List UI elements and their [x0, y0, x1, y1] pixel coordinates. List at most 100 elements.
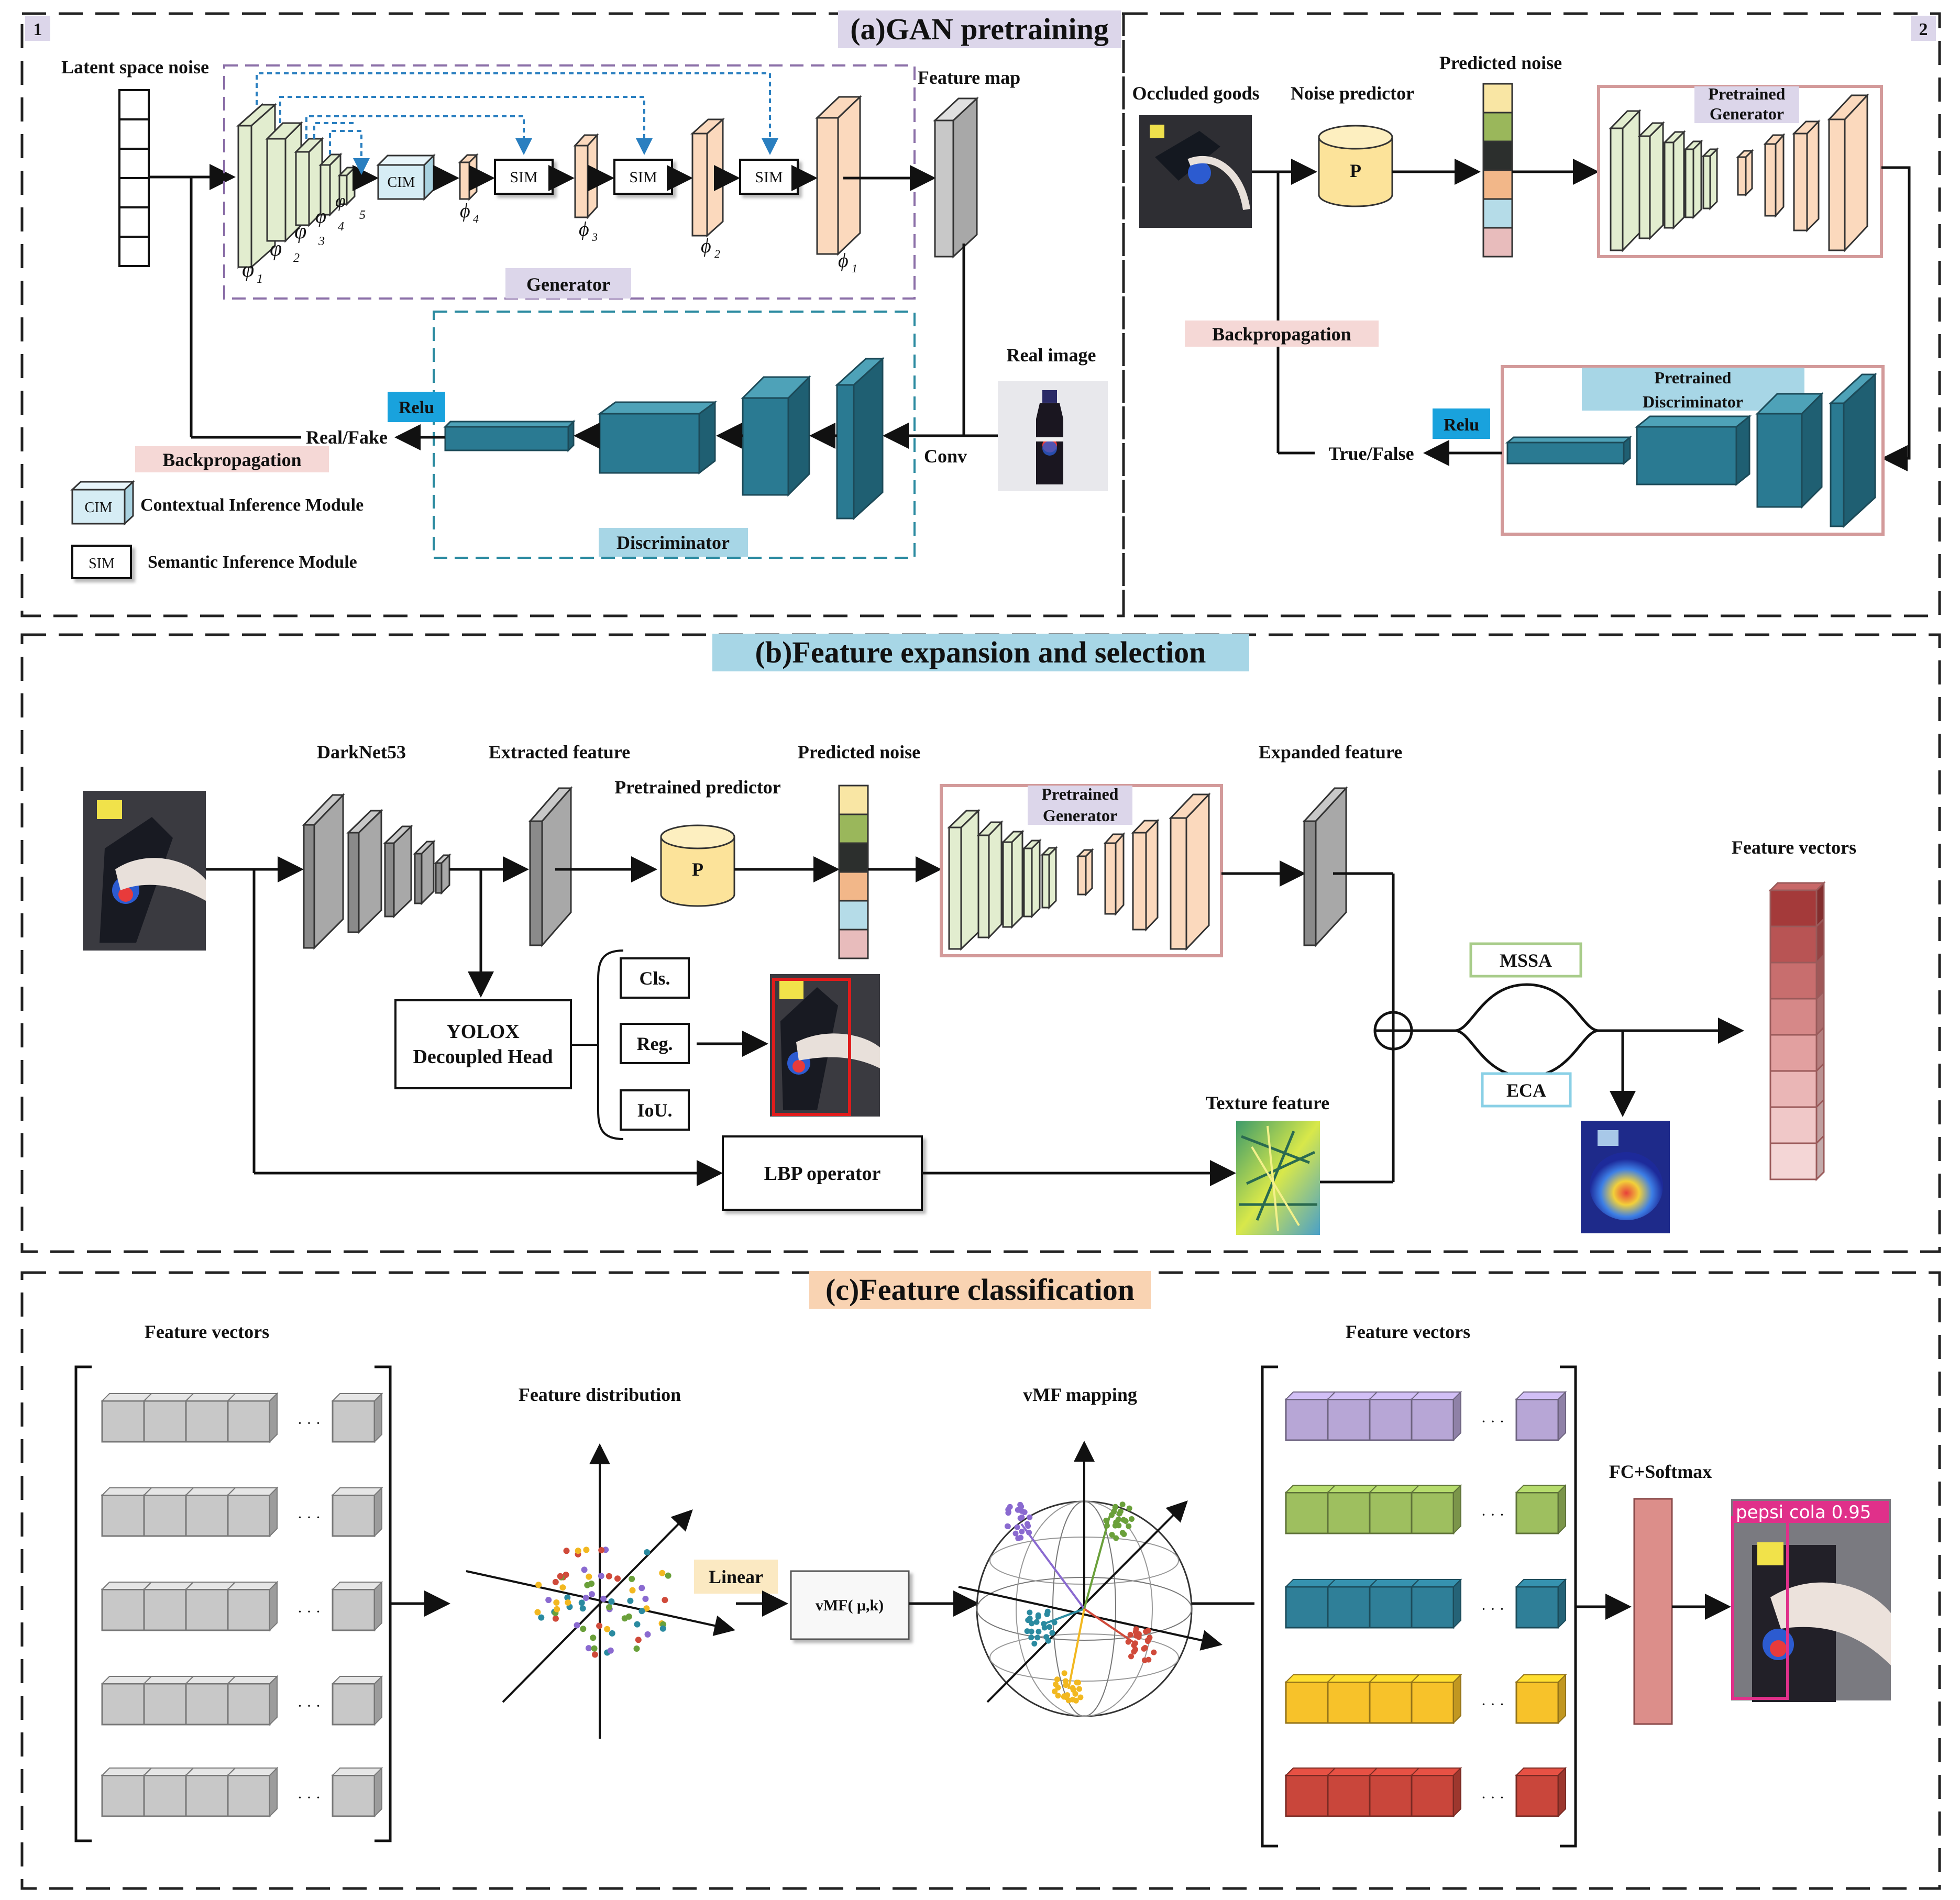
vector-end-cell: [332, 1400, 376, 1443]
distribution-point: [638, 1585, 645, 1592]
vmf-cluster-point: [1019, 1528, 1025, 1534]
real-image-photo: [998, 381, 1108, 491]
vector-cell: [1411, 1398, 1455, 1441]
svg-text:φ: φ: [242, 258, 254, 282]
vector-end-cell: [1515, 1398, 1559, 1441]
vector-end-top: [1515, 1768, 1567, 1776]
occluded-goods-photo: [1139, 115, 1252, 228]
feature-vector-cell: [1769, 1106, 1818, 1144]
svg-text:SIM: SIM: [89, 556, 115, 572]
vmf-cluster-point: [1029, 1620, 1035, 1627]
vector-cell: [1411, 1492, 1455, 1534]
pretrained-gen-label-a2: Generator: [1710, 104, 1784, 123]
vmf-cluster-point: [1035, 1612, 1041, 1618]
distribution-point: [598, 1547, 605, 1553]
pretrained-gen-label-a1: Pretrained: [1709, 84, 1786, 103]
discriminator-region: [433, 311, 916, 559]
vector-cell-top: [1284, 1674, 1337, 1683]
svg-text:5: 5: [359, 208, 366, 222]
vmf-cluster-point: [1119, 1501, 1126, 1508]
latent-noise-label: Latent space noise: [61, 57, 209, 78]
vector-cell-side: [269, 1766, 278, 1818]
vector-cell-top: [1326, 1674, 1379, 1683]
vmf-cluster-point: [1024, 1628, 1030, 1634]
vmf-cluster-point: [1132, 1647, 1138, 1653]
distribution-point: [578, 1599, 585, 1606]
distribution-point: [557, 1573, 564, 1579]
fc-softmax-block: [1633, 1498, 1673, 1725]
vmf-cluster-point: [1142, 1645, 1148, 1651]
decoder-block-3: [573, 133, 599, 219]
svg-text:CIM: CIM: [85, 500, 113, 516]
vmf-cluster-point: [1019, 1514, 1025, 1520]
vector-cell: [227, 1588, 271, 1631]
vmf-cluster-point: [1031, 1641, 1038, 1647]
vector-cell-top: [226, 1582, 279, 1590]
ellipsis-dots: · · ·: [298, 1789, 321, 1806]
pretrained-disc-label-2: Discriminator: [1643, 392, 1743, 411]
vector-cell: [1285, 1492, 1329, 1534]
vector-cell: [1411, 1774, 1455, 1817]
vmf-cluster-point: [1109, 1512, 1115, 1518]
vmf-cluster-point: [1109, 1532, 1115, 1538]
distribution-point: [659, 1570, 666, 1576]
distribution-point: [563, 1548, 570, 1554]
svg-text:φ: φ: [270, 237, 282, 261]
vector-end-side: [374, 1392, 382, 1443]
distribution-point: [538, 1614, 545, 1621]
vmf-cluster-point: [1021, 1509, 1028, 1515]
vmf-cluster-point: [1034, 1634, 1041, 1641]
distribution-point: [591, 1645, 598, 1652]
vector-cell: [101, 1774, 145, 1817]
vector-end-top: [331, 1393, 383, 1401]
vector-end-side: [374, 1581, 382, 1632]
colored-vector-rows: · · ·· · ·· · ·· · ·· · ·: [1284, 1390, 1567, 1818]
vmf-cluster-point: [1143, 1629, 1149, 1634]
svg-text:ϕ: ϕ: [838, 250, 849, 272]
vector-cell-top: [142, 1393, 195, 1401]
vmf-cluster-point: [1014, 1524, 1020, 1530]
vmf-cluster-point: [1027, 1514, 1033, 1520]
attention-heatmap-image: [1581, 1121, 1670, 1233]
distribution-point: [581, 1566, 588, 1573]
vector-cell: [1285, 1681, 1329, 1724]
vector-end-side: [1558, 1390, 1566, 1442]
distribution-point: [591, 1651, 598, 1658]
distribution-point: [582, 1595, 589, 1601]
vmf-cluster-point: [1055, 1693, 1061, 1699]
vmf-cluster-point: [1005, 1523, 1011, 1530]
vector-cell: [227, 1400, 271, 1443]
iou-label: IoU.: [637, 1100, 672, 1121]
svg-text:2: 2: [714, 247, 720, 260]
svg-text:φ: φ: [315, 205, 326, 227]
vector-end-top: [331, 1487, 383, 1496]
pretrained-generator-encoder-a: [1609, 109, 1719, 252]
distribution-point: [634, 1621, 641, 1628]
vector-end-cell: [1515, 1681, 1559, 1724]
noise-predictor-label: Noise predictor: [1291, 83, 1414, 104]
svg-text:Decoupled Head: Decoupled Head: [413, 1046, 553, 1068]
legend-sim: SIM Semantic Inference Module: [71, 545, 357, 579]
svg-text:1: 1: [257, 272, 263, 286]
vmf-cluster-point: [1025, 1523, 1031, 1529]
vmf-cluster-point: [1151, 1649, 1157, 1655]
predicted-noise-label-b: Predicted noise: [798, 742, 920, 763]
vmf-cluster-point: [1126, 1523, 1132, 1529]
distribution-point: [643, 1605, 650, 1612]
svg-text:CIM: CIM: [388, 174, 415, 191]
feature-vector-cell: [1769, 889, 1818, 927]
vector-cell: [1327, 1774, 1371, 1817]
panel-b-title: (b)Feature expansion and selection: [755, 635, 1206, 669]
vector-cell: [101, 1494, 145, 1537]
ellipsis-dots: · · ·: [1481, 1413, 1505, 1430]
vmf-cluster-point: [1142, 1657, 1148, 1663]
linear-label: Linear: [709, 1566, 763, 1587]
vector-cell: [1327, 1492, 1371, 1534]
feature-vectors-label-b: Feature vectors: [1732, 837, 1856, 858]
vector-cell: [1327, 1398, 1371, 1441]
real-fake-label: Real/Fake: [306, 427, 388, 448]
vector-cell-side: [1453, 1766, 1461, 1818]
vector-cell: [185, 1400, 229, 1443]
real-image-label: Real image: [1007, 345, 1096, 366]
